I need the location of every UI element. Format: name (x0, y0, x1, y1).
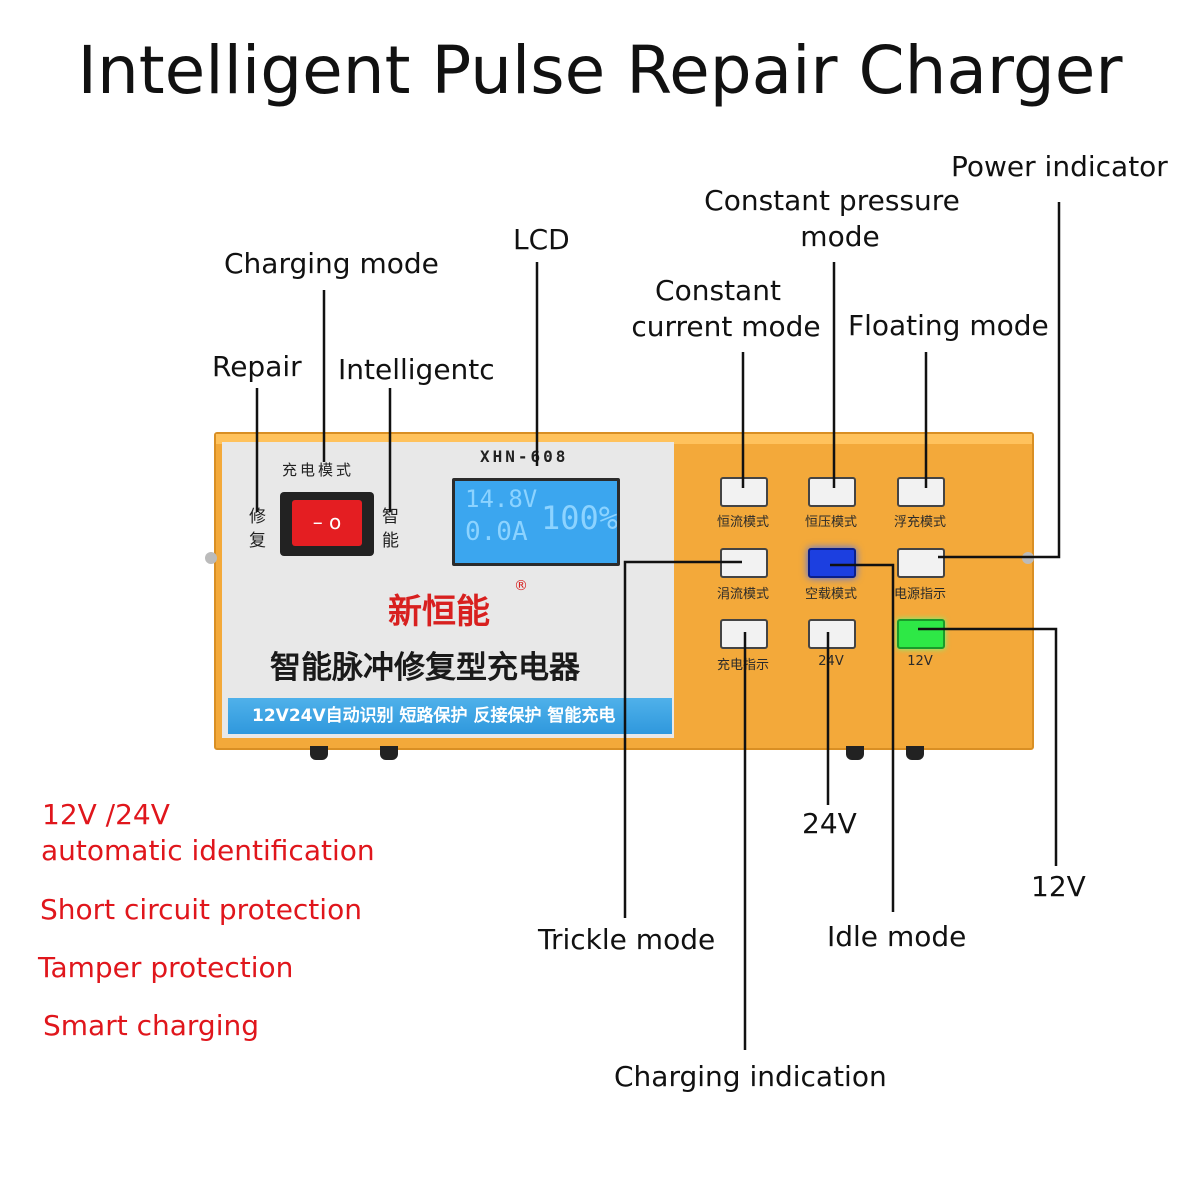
charging-indication-label: 充电指示 (716, 658, 769, 673)
power-indicator-button[interactable] (897, 548, 945, 578)
trickle-mode-button[interactable] (720, 548, 768, 578)
page-title: Intelligent Pulse Repair Charger (77, 32, 1123, 109)
callout-lcd: LCD (513, 223, 570, 256)
feature-bar: 12V24V自动识别 短路保护 反接保护 智能充电 (228, 698, 672, 734)
constant-pressure-label: 恒压模式 (804, 515, 857, 530)
intel-cn-2: 能 (382, 531, 399, 551)
switch-symbol: – o (312, 510, 342, 534)
idle-mode-label: 空载模式 (804, 587, 857, 602)
device-foot (380, 746, 398, 760)
feature-auto-id-line2: automatic identification (41, 834, 375, 867)
device-foot (846, 746, 864, 760)
side-screw-right (1022, 552, 1034, 564)
repair-cn-2: 复 (249, 531, 266, 551)
feature-short-circuit: Short circuit protection (40, 893, 362, 926)
floating-mode-button[interactable] (897, 477, 945, 507)
floating-mode-label: 浮充模式 (893, 515, 946, 530)
callout-24v: 24V (802, 807, 857, 840)
feature-smart: Smart charging (43, 1009, 259, 1042)
trickle-mode-label: 涓流模式 (716, 587, 769, 602)
repair-cn-1: 修 (249, 507, 266, 527)
v12-label: 12V (907, 654, 933, 669)
lcd-voltage: 14.8V (465, 485, 538, 513)
callout-constant-current-1: Constant (655, 274, 781, 307)
callout-constant-pressure-1: Constant pressure (704, 184, 960, 217)
mode-switch-rocker[interactable] (292, 500, 362, 546)
constant-current-button[interactable] (720, 477, 768, 507)
lcd-percent: 100% (541, 499, 619, 537)
charging-indication-button[interactable] (720, 619, 768, 649)
callout-charging-indication: Charging indication (614, 1060, 887, 1093)
callout-intelligent: Intelligentc (338, 353, 495, 386)
callout-trickle-mode: Trickle mode (538, 923, 716, 956)
callout-constant-pressure-2: mode (800, 220, 880, 253)
intel-cn-1: 智 (382, 507, 399, 527)
callout-idle-mode: Idle mode (827, 920, 967, 953)
v12-led[interactable] (897, 619, 945, 649)
constant-pressure-button[interactable] (808, 477, 856, 507)
side-screw-left (205, 552, 217, 564)
callout-12v: 12V (1031, 870, 1086, 903)
callout-power-indicator: Power indicator (951, 150, 1168, 183)
feature-auto-id-line1: 12V /24V (42, 798, 170, 831)
registered-mark: ® (514, 578, 528, 594)
callout-charging-mode: Charging mode (224, 247, 439, 280)
brand-name: 新恒能 (388, 592, 490, 632)
product-name-cn: 智能脉冲修复型充电器 (270, 650, 580, 686)
device-foot (906, 746, 924, 760)
lcd-display: 14.8V 0.0A 100% (452, 478, 620, 566)
callout-repair: Repair (212, 350, 302, 383)
v24-label: 24V (818, 654, 844, 669)
idle-mode-led[interactable] (808, 548, 856, 578)
v24-button[interactable] (808, 619, 856, 649)
constant-current-label: 恒流模式 (716, 515, 769, 530)
device-foot (310, 746, 328, 760)
lcd-current: 0.0A (465, 517, 528, 547)
mode-header-cn: 充电模式 (282, 461, 355, 479)
power-indicator-label: 电源指示 (893, 587, 946, 602)
model-number: XHN-608 (480, 447, 569, 466)
callout-floating-mode: Floating mode (848, 309, 1049, 342)
feature-tamper: Tamper protection (38, 951, 294, 984)
callout-constant-current-2: current mode (631, 310, 821, 343)
